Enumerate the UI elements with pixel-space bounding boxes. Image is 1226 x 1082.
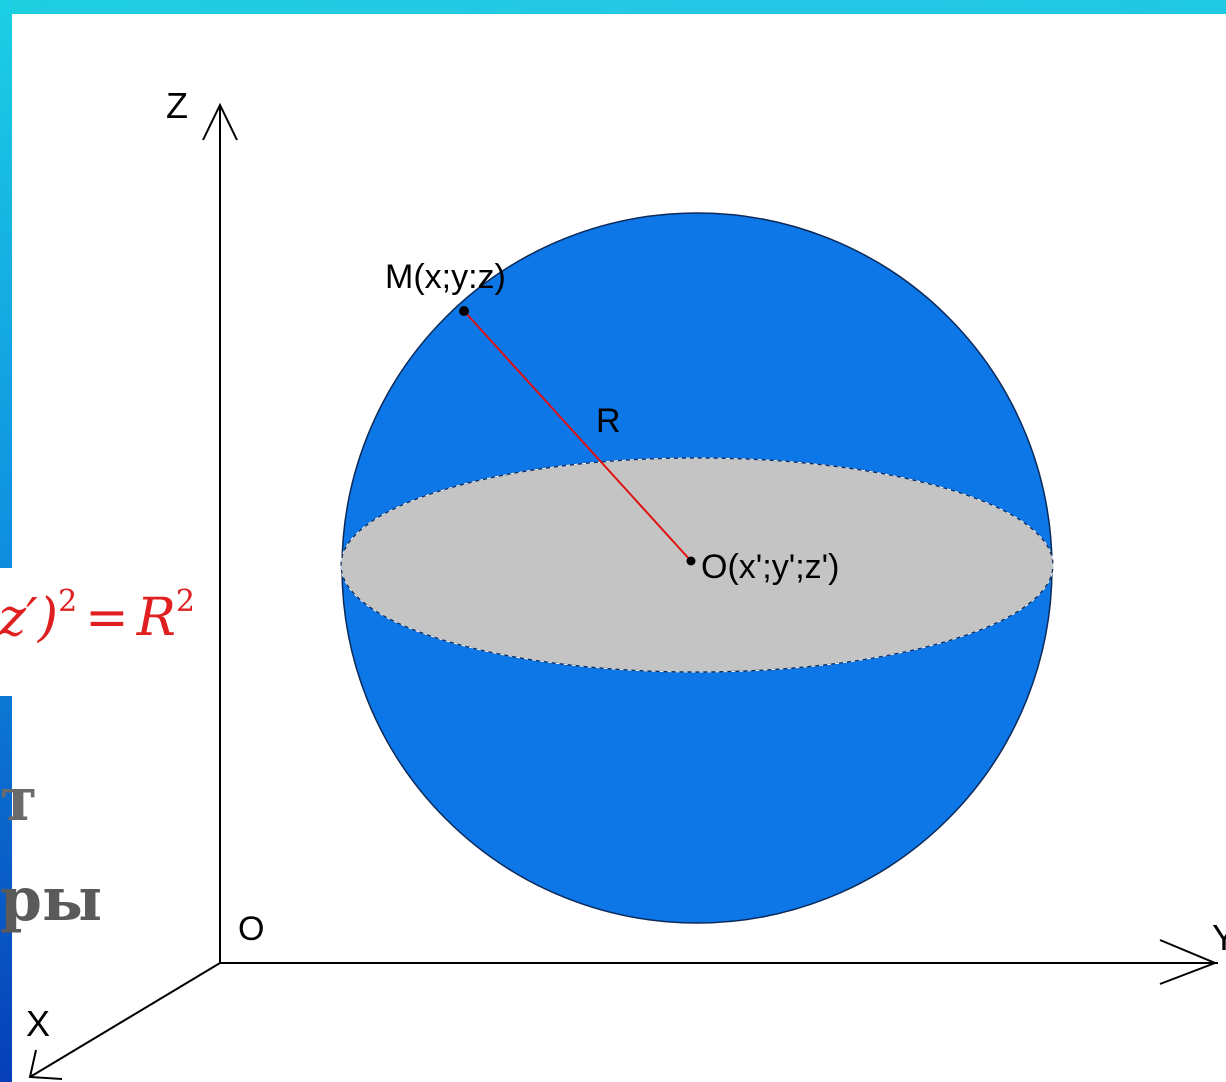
axis-y-label: Y xyxy=(1212,917,1226,958)
point-m-label: M(x;y:z) xyxy=(385,258,506,296)
x-axis xyxy=(29,962,221,1078)
axis-x-label: X xyxy=(26,1003,50,1044)
equator-section xyxy=(340,457,1054,673)
radius-line xyxy=(463,310,692,562)
left-gradient-edge xyxy=(0,0,12,1082)
center-label: O(x';y';z') xyxy=(701,548,839,586)
y-axis-arrowhead xyxy=(1159,939,1218,985)
background-slide-text-line1: т xyxy=(0,765,38,835)
equation-equals: = xyxy=(85,588,129,648)
x-axis-arrowhead xyxy=(28,1049,63,1080)
equation-right-exponent: 2 xyxy=(175,584,195,619)
z-axis-arrowhead xyxy=(202,102,238,141)
equator-dashed-edge xyxy=(340,457,1054,673)
equation-left-term: z′) xyxy=(0,588,59,648)
point-m-dot xyxy=(459,306,469,316)
top-gradient-strip xyxy=(0,0,1226,14)
background-slide-text-line2: ры xyxy=(0,865,103,935)
equation-right-term: R xyxy=(136,588,176,648)
equation-left-exponent: 2 xyxy=(58,584,78,619)
origin-label: O xyxy=(238,910,264,948)
sphere-equation-box: z′)2=R2 xyxy=(0,568,205,696)
radius-label: R xyxy=(596,402,621,440)
sphere-equation: z′)2=R2 xyxy=(0,584,195,648)
axis-z-label: Z xyxy=(166,85,188,126)
center-dot xyxy=(686,556,696,566)
